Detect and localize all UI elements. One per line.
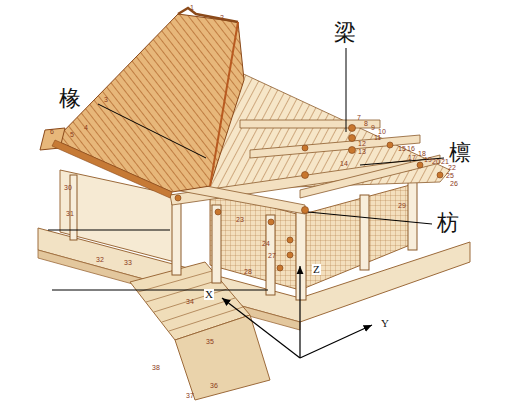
- callout-number: 22: [448, 164, 456, 171]
- callout-number: 29: [398, 202, 406, 209]
- callout-number: 9: [371, 124, 375, 131]
- callout-number: 10: [378, 128, 386, 135]
- callout-number: 34: [186, 298, 194, 305]
- callout-number: 2: [220, 14, 224, 21]
- callout-number: 36: [210, 382, 218, 389]
- callout-number: 32: [96, 256, 104, 263]
- callout-number: 25: [446, 172, 454, 179]
- axis-label: X: [204, 289, 214, 300]
- callout-number: 27: [268, 252, 276, 259]
- callout-number: 11: [374, 134, 381, 141]
- callout-number: 30: [64, 184, 72, 191]
- part-name: 檩: [448, 142, 472, 164]
- callout-number: 15: [398, 145, 406, 152]
- callout-number: 20: [432, 158, 440, 165]
- callout-number: 19: [424, 156, 432, 163]
- part-name: 椽: [58, 88, 82, 110]
- callout-number: 5: [70, 131, 74, 138]
- callout-number: 3: [104, 96, 108, 103]
- callout-number: 24: [262, 240, 270, 247]
- callout-number: 17: [408, 154, 416, 161]
- callout-number: 37: [186, 392, 194, 399]
- axis-label: Z: [312, 264, 321, 275]
- callout-number: 33: [124, 259, 132, 266]
- callout-number: 16: [407, 145, 415, 152]
- callout-number: 26: [450, 180, 458, 187]
- part-name: 枋: [436, 212, 460, 234]
- callout-number: 8: [364, 120, 368, 127]
- callout-number: 1: [190, 4, 194, 11]
- callout-number: 12: [358, 140, 366, 147]
- callout-number: 18: [418, 150, 426, 157]
- callout-number: 7: [357, 114, 361, 121]
- callout-number: 38: [152, 364, 160, 371]
- callout-number: 31: [66, 210, 74, 217]
- callout-number: 13: [358, 148, 366, 155]
- axis-label: Y: [380, 318, 390, 329]
- callout-number: 35: [206, 338, 214, 345]
- callout-number: 21: [441, 158, 449, 165]
- callout-number: 4: [84, 124, 88, 131]
- part-name: 梁: [333, 22, 357, 44]
- callout-number: 6: [50, 128, 54, 135]
- callout-number: 23: [236, 216, 244, 223]
- callout-number: 14: [340, 160, 348, 167]
- callout-number: 28: [244, 268, 252, 275]
